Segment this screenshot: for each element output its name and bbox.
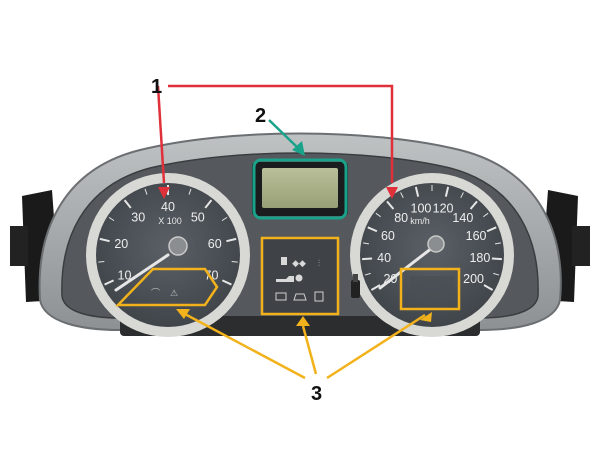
battery-icon (275, 292, 287, 301)
callout-2-number: 2 (255, 105, 266, 127)
gauge-tick (386, 200, 395, 210)
callout-3-frames (115, 236, 461, 316)
gauge-tick-label: 200 (463, 272, 484, 286)
gauge-tick (483, 212, 489, 218)
gauge-tick-label: 60 (381, 229, 395, 243)
gauge-tick (123, 199, 132, 209)
gauge-tick (108, 216, 115, 222)
gauge-tick (469, 200, 478, 210)
callout-3-right-frame (399, 267, 461, 311)
callout-3-center-frame (260, 236, 340, 316)
gauge-tick (188, 188, 192, 195)
gauge-tick (221, 216, 228, 222)
gauge-tick (414, 186, 420, 197)
callout-3-number: 3 (311, 383, 322, 405)
gauge-tick (364, 272, 371, 276)
oil-can-icon (276, 276, 294, 282)
speedometer-unit-label: km/h (410, 216, 430, 226)
gauge-tick (486, 226, 497, 233)
tachometer-warning-lamps: ⌒ ⚠ (151, 288, 178, 299)
callout-1-number: 1 (151, 76, 162, 98)
gauge-tick-label: 20 (114, 237, 128, 251)
speedometer-hub (427, 235, 445, 253)
callout-2-leader (268, 119, 305, 156)
speedometer-warning-lamps (410, 276, 454, 300)
gauge-tick (375, 212, 381, 218)
gauge-tick (362, 257, 373, 261)
seatbelt-icon: ⌒ (151, 288, 160, 299)
callout-1-leaders (156, 84, 398, 199)
engine-icon (293, 293, 307, 301)
gauge-tick-label: 10 (118, 268, 132, 282)
gauge-tick (493, 272, 500, 276)
gauge-tick (226, 237, 237, 243)
speedometer-tick-marks (362, 185, 502, 291)
callout-3-arrowheads (176, 309, 432, 326)
gauge-tick (494, 242, 502, 245)
gauge-tick (460, 192, 464, 199)
gauge-tick (400, 192, 404, 199)
speedometer-tick-labels: 20406080100120140160180200 (377, 201, 490, 286)
gauge-tick-label: 50 (191, 210, 205, 224)
gauge-tick-label: 40 (161, 200, 175, 214)
gauge-tick (370, 284, 381, 291)
gauge-tick (491, 257, 502, 261)
speedometer: 20406080100120140160180200 km/h (350, 173, 514, 337)
gauge-tick (204, 199, 213, 209)
gauge-tick-label: 180 (469, 251, 490, 265)
dot-icon (295, 274, 303, 282)
gauge-tick (444, 186, 450, 197)
gauge-tick (367, 226, 378, 233)
gauge-tick-label: 140 (452, 211, 473, 225)
gauge-tick-label: 80 (394, 211, 408, 225)
diamond-arrows-icon: ◆◆ (292, 259, 306, 269)
callout-3-left-frame (115, 267, 219, 307)
gauge-tick (104, 279, 115, 286)
center-warning-panel: ◆◆ ⫶ (262, 238, 338, 314)
reset-knob (351, 274, 360, 298)
center-lcd-display (252, 162, 348, 216)
door-icon (314, 291, 324, 302)
gauge-tick (144, 188, 148, 195)
gauge-tick-label: 60 (208, 237, 222, 251)
coolant-temp-icon: ⫶ (318, 258, 320, 269)
warning-lamp-icon: ⚠ (170, 289, 178, 299)
gauge-tick-label: 120 (433, 201, 454, 215)
gauge-tick-label: 30 (131, 210, 145, 224)
gauge-tick (231, 261, 238, 263)
gauge-tick (99, 237, 110, 243)
gauge-tick (221, 279, 232, 286)
gauge-tick-label: 40 (377, 251, 391, 265)
tachometer-tick-marks (98, 185, 238, 286)
gauge-tick-label: 100 (411, 201, 432, 215)
gauge-tick (362, 242, 370, 245)
gauge-tick-label: 160 (466, 229, 487, 243)
tachometer-needle (114, 253, 170, 292)
fuel-pump-icon (281, 257, 287, 265)
gauge-tick (98, 261, 105, 263)
callout-2-frame (252, 158, 348, 220)
callout-3-leaders (182, 311, 426, 380)
tachometer-unit-label: X 100 (158, 216, 182, 226)
gauge-tick (483, 284, 494, 291)
tachometer-hub (168, 236, 188, 256)
